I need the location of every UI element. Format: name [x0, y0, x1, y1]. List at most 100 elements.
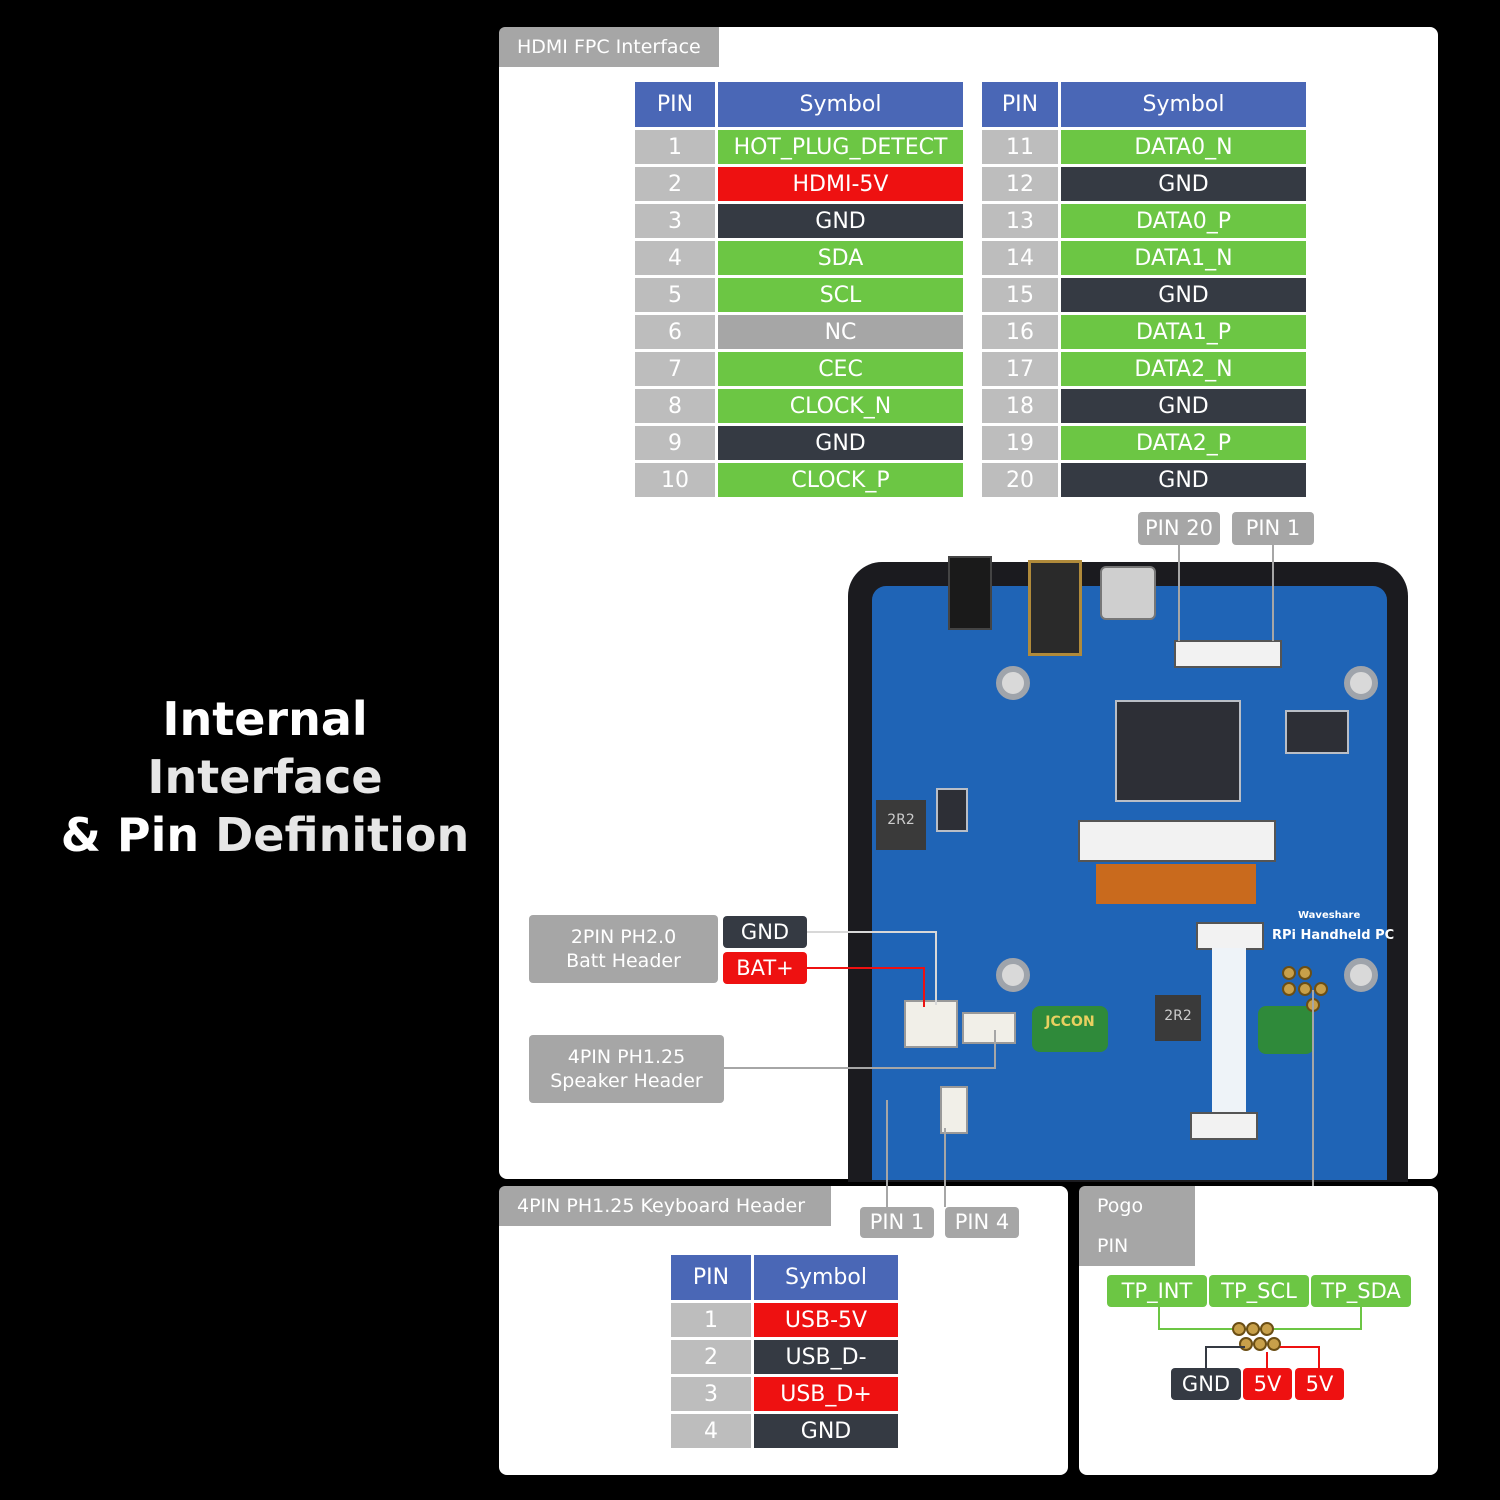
pin-symbol: CEC — [718, 352, 963, 386]
symbol-header: Symbol — [754, 1255, 898, 1300]
pin-number: 6 — [635, 315, 715, 349]
pogo-tp-sda: TP_SDA — [1311, 1275, 1411, 1307]
kb-pin1-wire — [886, 1100, 888, 1207]
pin-symbol: DATA2_N — [1061, 352, 1306, 386]
pogo-pin — [1253, 1337, 1267, 1351]
inductor-2-label: 2R2 — [1164, 1008, 1192, 1024]
keyboard-fpc-connector — [1196, 922, 1264, 950]
battery-connector — [904, 1000, 958, 1048]
lcd-fpc-connector — [1078, 820, 1276, 862]
bat-wire-drop — [923, 967, 925, 1007]
pin-symbol: GND — [1061, 278, 1306, 312]
pin-number: 4 — [635, 241, 715, 275]
speaker-header-line2: Speaker Header — [550, 1070, 703, 1092]
inductor-2 — [1155, 995, 1201, 1041]
pin-header: PIN — [635, 82, 715, 127]
pin20-wire — [1178, 545, 1180, 641]
pin-number: 8 — [635, 389, 715, 423]
pin-symbol: DATA0_N — [1061, 130, 1306, 164]
pin-symbol: SCL — [718, 278, 963, 312]
title-word: Definition — [215, 808, 470, 862]
kb-pin4-label: PIN 4 — [945, 1207, 1019, 1238]
pin-symbol: GND — [754, 1414, 898, 1448]
pin-symbol: CLOCK_P — [718, 463, 963, 497]
pin1-wire — [1272, 545, 1274, 641]
waveshare-logo: Waveshare — [1298, 910, 1361, 921]
page-title: Internal Interface & Pin Definition — [40, 690, 490, 864]
hdmi-fpc-connector — [1174, 640, 1282, 668]
pin-number: 19 — [982, 426, 1058, 460]
pin-symbol: GND — [718, 204, 963, 238]
bat-wire — [807, 967, 925, 969]
pin-number: 9 — [635, 426, 715, 460]
pin-number: 2 — [635, 167, 715, 201]
pin-symbol: HOT_PLUG_DETECT — [718, 130, 963, 164]
pin-symbol: USB_D+ — [754, 1377, 898, 1411]
batt-header-line2: Batt Header — [566, 950, 681, 972]
pin-number: 7 — [635, 352, 715, 386]
usb-c-port — [1100, 566, 1156, 620]
pogo-line-5v2 — [1318, 1346, 1320, 1368]
pin-number: 16 — [982, 315, 1058, 349]
pin-symbol: GND — [718, 426, 963, 460]
pin-symbol: USB_D- — [754, 1340, 898, 1374]
main-chip — [1115, 700, 1241, 802]
speaker-header-label: 4PIN PH1.25 Speaker Header — [529, 1035, 724, 1103]
gnd-wire — [807, 931, 937, 933]
audio-jack-2 — [1028, 560, 1082, 656]
pogo-pin — [1298, 966, 1312, 980]
mount-hole — [1344, 958, 1378, 992]
fpc-pin1-label: PIN 1 — [1232, 512, 1314, 545]
pin-number: 4 — [671, 1414, 751, 1448]
pin-symbol: DATA1_N — [1061, 241, 1306, 275]
inductor — [876, 800, 926, 850]
pogo-tab: Pogo PIN — [1079, 1186, 1195, 1266]
pin-symbol: DATA2_P — [1061, 426, 1306, 460]
fpc-pin20-label: PIN 20 — [1138, 512, 1220, 545]
pin-number: 2 — [671, 1340, 751, 1374]
pin-number: 10 — [635, 463, 715, 497]
pogo-pin — [1314, 982, 1328, 996]
symbol-header: Symbol — [718, 82, 963, 127]
pin-symbol: USB-5V — [754, 1303, 898, 1337]
speaker-connector — [962, 1012, 1016, 1044]
pogo-line-gnd — [1205, 1346, 1207, 1368]
pin-number: 3 — [671, 1377, 751, 1411]
mount-hole — [1344, 666, 1378, 700]
pin-number: 13 — [982, 204, 1058, 238]
pin-number: 11 — [982, 130, 1058, 164]
batt-header-label: 2PIN PH2.0 Batt Header — [529, 915, 718, 983]
pogo-pin — [1282, 966, 1296, 980]
kb-pin1-label: PIN 1 — [860, 1207, 934, 1238]
pin-symbol: GND — [1061, 389, 1306, 423]
pin-header: PIN — [982, 82, 1058, 127]
pogo-pin — [1246, 1322, 1260, 1336]
batt-header-line1: 2PIN PH2.0 — [570, 926, 677, 948]
kb-pin4-wire — [944, 1128, 946, 1207]
batt-gnd-label: GND — [723, 916, 807, 948]
pogo-pin — [1232, 1322, 1246, 1336]
mount-hole — [996, 666, 1030, 700]
ic-chip-2 — [936, 788, 968, 832]
pogo-tp-scl: TP_SCL — [1209, 1275, 1309, 1307]
pin-number: 14 — [982, 241, 1058, 275]
mount-hole — [996, 958, 1030, 992]
pin-symbol: NC — [718, 315, 963, 349]
pin-number: 1 — [671, 1303, 751, 1337]
pin-number: 12 — [982, 167, 1058, 201]
